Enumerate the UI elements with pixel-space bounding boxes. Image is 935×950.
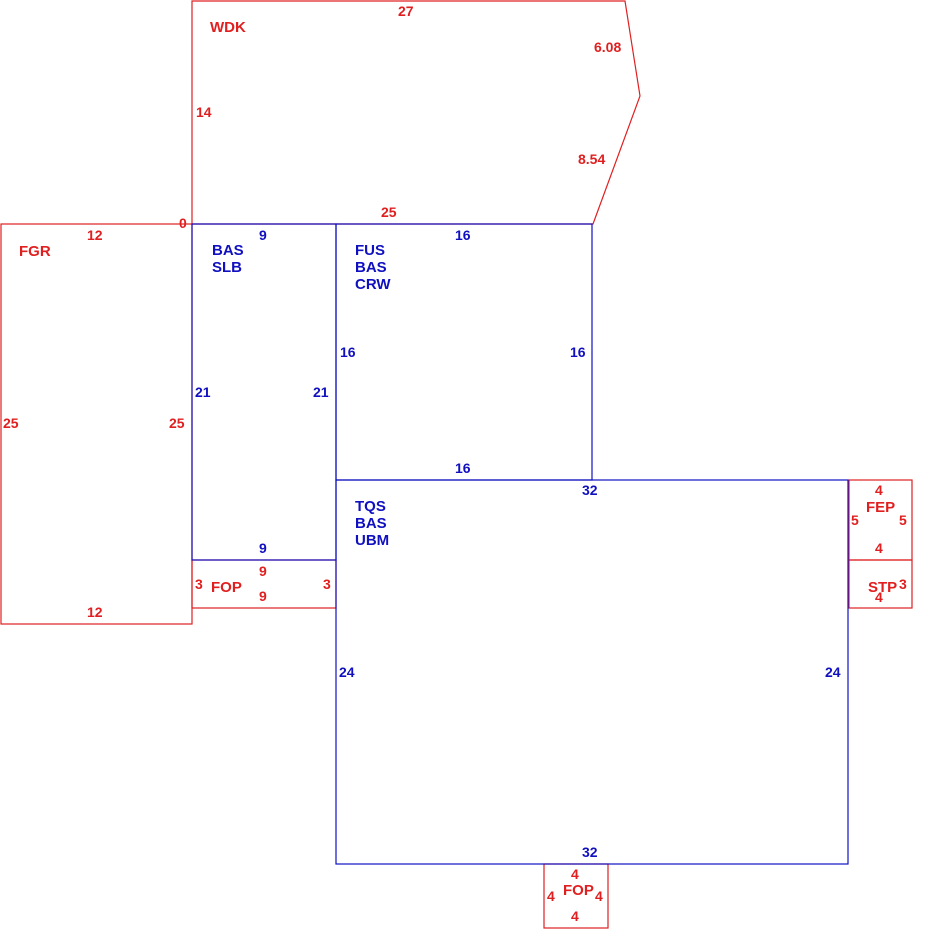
bas-slb-top-dim: 9 (259, 227, 267, 243)
fus-right-dim: 16 (570, 344, 586, 360)
fop-bottom-bottom-dim: 4 (571, 908, 579, 924)
fep-bottom-dim: 4 (875, 540, 883, 556)
fop-left-bottom-dim: 9 (259, 588, 267, 604)
wdk-right-upper-dim: 6.08 (594, 39, 621, 55)
fop-left-label: FOP (211, 579, 242, 596)
tqs-bas-ubm-outline (335, 479, 849, 865)
fgr-outline (0, 223, 193, 625)
fus-left-dim: 16 (340, 344, 356, 360)
fop-left-left-dim: 3 (195, 576, 203, 592)
fgr-right-dim: 25 (169, 415, 185, 431)
fus-crw-code: CRW (355, 276, 391, 293)
wdk-top-dim: 27 (398, 3, 414, 19)
fop-left-right-dim: 3 (323, 576, 331, 592)
fop-bottom-label: FOP (563, 882, 594, 899)
tqs-bas-code: BAS (355, 515, 387, 532)
stp-outline (848, 559, 913, 609)
wdk-label: WDK (210, 19, 246, 36)
tqs-bottom-dim: 32 (582, 844, 598, 860)
stp-label: STP (868, 579, 897, 596)
fep-label: FEP (866, 499, 895, 516)
fgr-top-dim: 12 (87, 227, 103, 243)
fep-top-dim: 4 (875, 482, 883, 498)
wdk-left-dim: 14 (196, 104, 212, 120)
stp-bottom-dim: 4 (875, 589, 883, 605)
stp-right-dim: 3 (899, 576, 907, 592)
wdk-outline (191, 0, 641, 225)
bas-slb-right-dim: 21 (313, 384, 329, 400)
bas-slb-code-2: SLB (212, 259, 242, 276)
tqs-top-dim: 32 (582, 482, 598, 498)
fgr-bottom-dim: 12 (87, 604, 103, 620)
fep-left-dim: 5 (851, 512, 859, 528)
fep-right-dim: 5 (899, 512, 907, 528)
fus-top-dim: 16 (455, 227, 471, 243)
fus-code: FUS (355, 242, 385, 259)
tqs-ubm-code: UBM (355, 532, 389, 549)
fus-bottom-dim: 16 (455, 460, 471, 476)
fop-bottom-top-dim: 4 (571, 866, 579, 882)
tqs-left-dim: 24 (339, 664, 355, 680)
fus-bas-code: BAS (355, 259, 387, 276)
bas-slb-code-1: BAS (212, 242, 244, 259)
bas-slb-left-dim: 21 (195, 384, 211, 400)
fgr-left-dim: 25 (3, 415, 19, 431)
fop-bottom-left-dim: 4 (547, 888, 555, 904)
fop-bottom-right-dim: 4 (595, 888, 603, 904)
fop-left-top-dim: 9 (259, 563, 267, 579)
fgr-label: FGR (19, 243, 51, 260)
wdk-right-lower-dim: 8.54 (578, 151, 605, 167)
wdk-corner-dim: 0 (179, 215, 187, 231)
wdk-bottom-dim: 25 (381, 204, 397, 220)
tqs-right-dim: 24 (825, 664, 841, 680)
bas-slb-bottom-dim: 9 (259, 540, 267, 556)
tqs-code: TQS (355, 498, 386, 515)
